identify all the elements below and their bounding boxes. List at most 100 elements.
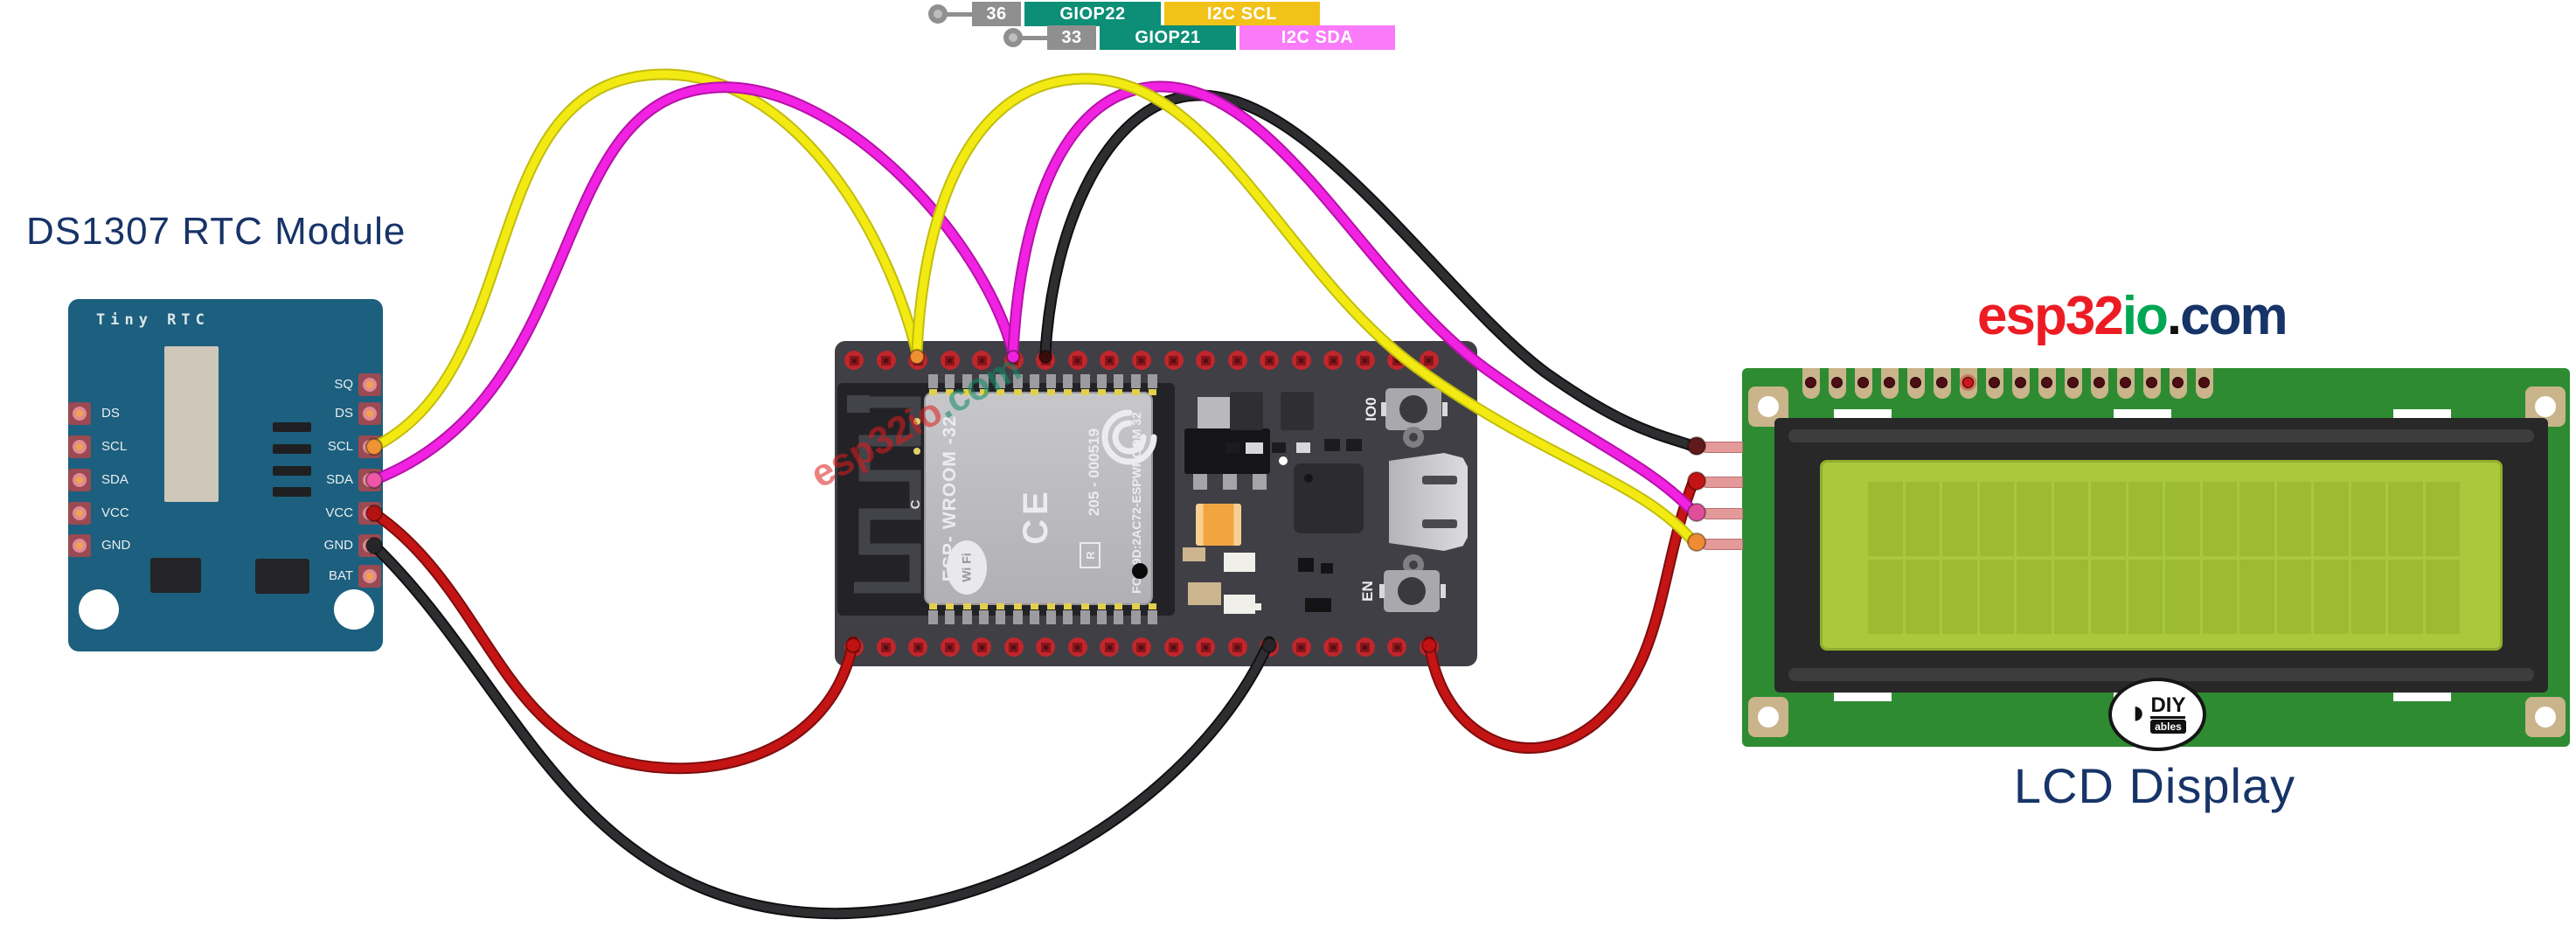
- lcd-bezel: [1774, 418, 2548, 693]
- esp32-top-pin-4: [940, 351, 960, 370]
- esp32-bottom-pin-16: [1323, 637, 1344, 657]
- lcd-cell: [2276, 482, 2311, 556]
- esp32-top-pin-19: [1419, 351, 1439, 370]
- lcd-pad-11: [2065, 368, 2082, 399]
- lcd-tab: [1834, 409, 1892, 420]
- rtc-left-label-ds: DS: [101, 406, 120, 421]
- lcd-cell: [2276, 560, 2311, 634]
- castellation-pad: [996, 610, 1006, 624]
- castellation-pad: [928, 610, 938, 624]
- lcd-cell: [2165, 560, 2200, 634]
- castellation-pad: [1030, 603, 1038, 609]
- rtc-left-label-scl: SCL: [101, 439, 128, 454]
- castellation-pad: [945, 610, 955, 624]
- wifi-logo-text: Wi Fi: [960, 553, 974, 582]
- rtc-right-label-gnd: GND: [323, 538, 353, 553]
- gpio22-badge: GIOP22: [1024, 2, 1161, 26]
- pin36-stem: [944, 12, 974, 17]
- lcd-cell: [2128, 482, 2163, 556]
- smd-component: [1246, 442, 1263, 454]
- esp32-top-pin-2: [876, 351, 896, 370]
- ce-mark: CE: [1016, 487, 1055, 545]
- castellation-pad: [1097, 374, 1107, 388]
- pin33-bullet-icon: [1003, 28, 1023, 47]
- castellation-pad: [1130, 610, 1141, 624]
- lcd-pad-4: [1881, 368, 1899, 399]
- chip-pin1-dot: [1304, 474, 1313, 483]
- castellation-pad: [929, 603, 937, 609]
- enable-button-label: EN: [1359, 581, 1376, 602]
- esp32-bottom-pin-8: [1067, 637, 1087, 657]
- esp32-bottom-pin-17: [1355, 637, 1375, 657]
- smd-component: [1305, 598, 1331, 612]
- site-logo-io: io: [2121, 286, 2169, 346]
- lcd-mounting-hole: [2525, 697, 2566, 737]
- pin36-bullet-icon: [928, 4, 948, 24]
- esp32-bottom-pin-13: [1227, 637, 1247, 657]
- rtc-mounting-hole: [334, 589, 374, 630]
- sot-component: [1230, 392, 1263, 430]
- castellation-pad: [1080, 610, 1090, 624]
- lcd-cell: [1979, 560, 2014, 634]
- smd-component: [1183, 547, 1205, 561]
- rtc-right-label-vcc: VCC: [325, 505, 353, 520]
- esp32-bottom-pin-6: [1003, 637, 1024, 657]
- site-logo: esp32io.com: [1977, 285, 2288, 347]
- smd-component: [1321, 563, 1333, 574]
- smd-component: [1298, 558, 1314, 572]
- lcd-side-pin-4: [1701, 539, 1743, 550]
- lcd-pad-10: [2038, 368, 2056, 399]
- smd-led: [1224, 553, 1255, 572]
- rtc-mounting-hole: [79, 589, 119, 630]
- rtc-chip: [150, 558, 201, 593]
- lcd-pad-3: [1855, 368, 1872, 399]
- lcd-cell: [1905, 482, 1940, 556]
- lcd-pad-14: [2143, 368, 2161, 399]
- castellation-pad: [962, 603, 971, 609]
- castellation-pad: [1029, 610, 1039, 624]
- esp32-bottom-pin-1: [844, 637, 864, 657]
- castellation-pad: [978, 610, 989, 624]
- rtc-right-label-sda: SDA: [326, 472, 353, 487]
- lcd-cell: [2202, 482, 2237, 556]
- rtc-right-pad-sq: [358, 373, 381, 396]
- usb-slot: [1422, 476, 1457, 484]
- castellation-pad: [1147, 610, 1157, 624]
- esp32-bottom-pin-4: [940, 637, 960, 657]
- castellation-pad: [1097, 610, 1107, 624]
- esp32-top-pin-16: [1323, 351, 1344, 370]
- lcd-tab: [1834, 691, 1892, 701]
- esp32-bottom-pin-15: [1291, 637, 1311, 657]
- esp32-top-pin-12: [1196, 351, 1216, 370]
- shield-dot: [1132, 563, 1148, 579]
- site-logo-dot: .: [2166, 286, 2182, 346]
- lcd-cell: [2350, 482, 2385, 556]
- lcd-pad-5: [1907, 368, 1925, 399]
- lcd-side-pin-3: [1701, 508, 1743, 519]
- lcd-cell: [2091, 560, 2126, 634]
- rtc-left-label-vcc: VCC: [101, 505, 129, 520]
- castellation-pad: [1114, 389, 1123, 395]
- castellation-pad: [1063, 610, 1073, 624]
- esp32-top-pin-14: [1260, 351, 1280, 370]
- castellation-pad: [946, 603, 955, 609]
- lcd-character-grid: [1868, 482, 2460, 634]
- lcd-board: ◗ DIY ables: [1701, 368, 2570, 751]
- esp32-bottom-pin-7: [1036, 637, 1056, 657]
- esp32-bottom-pin-5: [972, 637, 992, 657]
- castellation-pad: [1147, 374, 1157, 388]
- lcd-pad-13: [2117, 368, 2135, 399]
- lcd-cell: [2239, 482, 2274, 556]
- lcd-pad-6: [1934, 368, 1951, 399]
- pin33-stem: [1019, 36, 1049, 40]
- rtc-resistor: [273, 422, 311, 432]
- castellation-pad: [1130, 374, 1141, 388]
- rtc-right-label-sq: SQ: [334, 377, 353, 392]
- castellation-pad: [962, 610, 972, 624]
- lcd-cell: [2425, 482, 2460, 556]
- wire-vcc-rtc-to-esp32: [370, 509, 858, 773]
- esp32-top-pin-17: [1355, 351, 1375, 370]
- lcd-cell: [1942, 482, 1977, 556]
- esp32-bottom-pin-19: [1419, 637, 1439, 657]
